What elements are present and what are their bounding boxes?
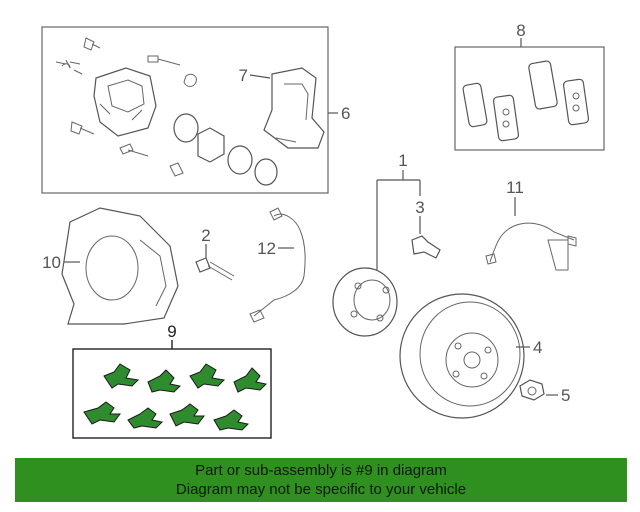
callout-2: 2 — [201, 226, 210, 245]
callout-3: 3 — [415, 198, 424, 217]
callout-10: 10 — [42, 253, 61, 272]
hub-bolt — [411, 235, 441, 259]
piston — [197, 127, 225, 163]
nut-group: 5 — [519, 379, 570, 405]
brake-hose — [489, 222, 575, 263]
hub-assembly — [332, 267, 398, 337]
callout-1: 1 — [398, 151, 407, 170]
dust-shield — [61, 207, 179, 325]
callout-4: 4 — [533, 338, 542, 357]
seal-ring — [173, 113, 199, 143]
caliper-bracket — [263, 67, 325, 149]
boot-ring — [227, 145, 253, 175]
brake-parts-diagram: 7 6 8 10 2 12 1 — [41, 21, 605, 439]
clip-box — [72, 348, 272, 439]
callout-11: 11 — [506, 178, 524, 197]
sensor-wire — [253, 213, 306, 317]
callout-6: 6 — [341, 104, 350, 123]
brake-pad-group: 8 — [454, 21, 605, 151]
hub-group: 1 3 — [332, 151, 441, 337]
bolt-2-group: 2 — [195, 226, 235, 281]
banner-line-1: Part or sub-assembly is #9 in diagram — [195, 462, 447, 479]
dust-shield-group: 10 — [42, 207, 179, 325]
notice-banner: Part or sub-assembly is #9 in diagram Di… — [15, 458, 627, 502]
caliper-assembly-group: 7 6 — [41, 26, 350, 194]
callout-12: 12 — [257, 239, 276, 258]
caliper-box — [41, 26, 329, 194]
callout-8: 8 — [516, 21, 525, 40]
callout-7: 7 — [239, 66, 248, 85]
banner-line-2: Diagram may not be specific to your vehi… — [175, 481, 467, 498]
brake-rotor — [399, 293, 525, 419]
pad-box — [454, 46, 605, 151]
callout-9: 9 — [167, 322, 176, 341]
abs-sensor-group: 12 — [249, 207, 306, 323]
clip-kit-group: 9 — [72, 322, 272, 439]
caliper-body — [93, 67, 157, 137]
rotor-group: 4 — [399, 293, 542, 419]
bolt — [195, 257, 211, 273]
brake-hose-group: 11 — [485, 178, 577, 271]
callout-5: 5 — [561, 386, 570, 405]
lug-nut — [519, 379, 545, 401]
